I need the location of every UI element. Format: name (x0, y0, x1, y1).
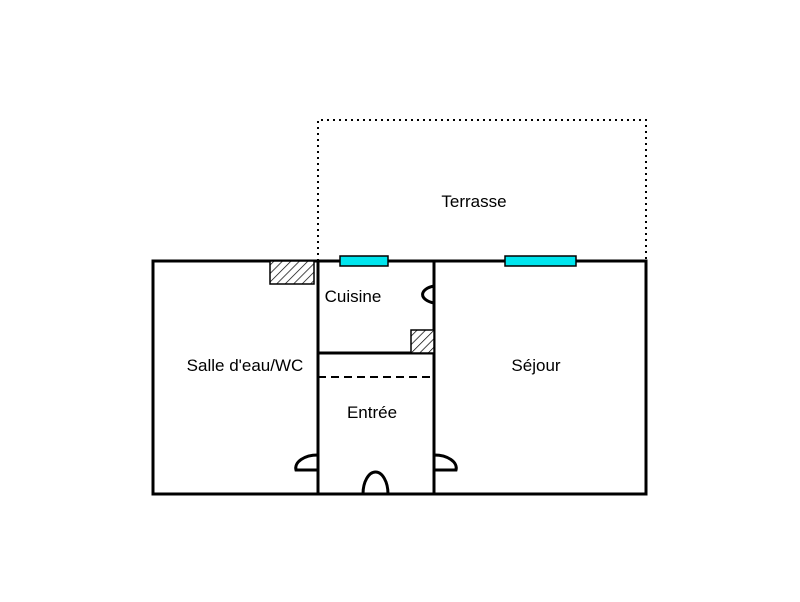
door-icon (294, 453, 320, 472)
room-label-salle-eau: Salle d'eau/WC (187, 356, 304, 375)
door-icon (432, 453, 458, 472)
hatched-duct-icon (410, 329, 435, 354)
window-icon (339, 255, 389, 267)
room-label-sejour: Séjour (511, 356, 560, 375)
room-label-terrasse: Terrasse (441, 192, 506, 211)
room-label-entree: Entrée (347, 403, 397, 422)
window-icon (504, 255, 577, 267)
door-icon (361, 470, 390, 496)
hatched-duct-icon (269, 260, 315, 285)
door-icon (421, 284, 436, 305)
room-label-cuisine: Cuisine (325, 287, 382, 306)
terrace-outline (317, 119, 647, 261)
